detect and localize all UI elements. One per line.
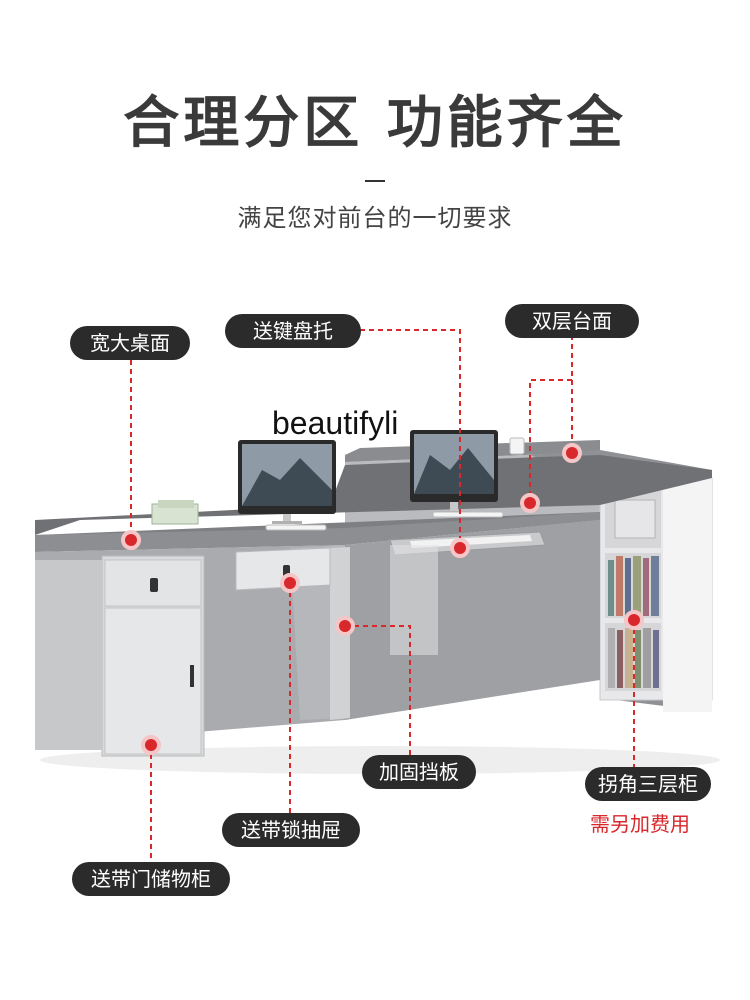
page-subtitle: 满足您对前台的一切要求 xyxy=(237,204,513,232)
label-wide-desktop: 宽大桌面 xyxy=(70,326,190,360)
page-title: 合理分区 功能齐全 xyxy=(123,91,627,156)
storage-cabinet-shape xyxy=(35,555,205,757)
monitor-left xyxy=(238,440,336,531)
label-double-top: 双层台面 xyxy=(505,304,639,338)
monitor-right xyxy=(410,430,504,518)
label-lock-drawer: 送带锁抽屉 xyxy=(222,813,360,847)
label-keyboard-tray: 送键盘托 xyxy=(225,314,361,348)
lock-drawer-shape xyxy=(235,547,331,591)
label-storage-cabinet: 送带门储物柜 xyxy=(72,862,230,896)
label-corner-cabinet: 拐角三层柜 xyxy=(585,767,711,801)
watermark-text: beautifyli xyxy=(272,405,399,441)
corner-cabinet-shape xyxy=(530,450,713,712)
note-extra-fee: 需另加费用 xyxy=(590,812,690,836)
label-reinforced-panel: 加固挡板 xyxy=(362,755,476,789)
title-divider xyxy=(365,180,385,182)
